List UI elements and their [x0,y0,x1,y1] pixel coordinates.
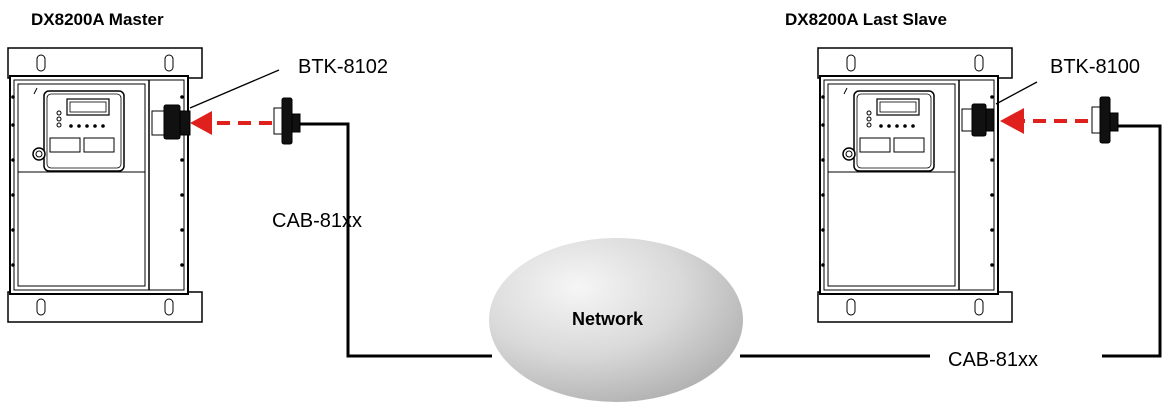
network-label: Network [572,309,644,329]
slave-insert-arrow [1000,108,1088,134]
master-cable-label: CAB-81xx [272,210,362,232]
slave-cable-segment-b [1102,124,1162,358]
slave-terminator-icon [961,103,995,137]
master-insert-arrow [190,111,272,135]
master-connector-leader [189,69,280,109]
master-cable [300,122,492,358]
master-title: DX8200A Master [31,10,164,29]
network-cloud-icon [489,238,743,402]
master-terminator-icon [151,104,191,140]
master-cable-plug-icon [273,97,301,145]
slave-cable-label: CAB-81xx [948,349,1038,371]
slave-cable-plug-icon [1091,96,1119,144]
slave-panel [817,47,1013,323]
master-connector-label: BTK-8102 [298,56,388,78]
slave-connector-label: BTK-8100 [1050,56,1140,78]
slave-title: DX8200A Last Slave [785,10,947,29]
master-panel [7,47,203,323]
slave-connector-leader [995,81,1038,105]
